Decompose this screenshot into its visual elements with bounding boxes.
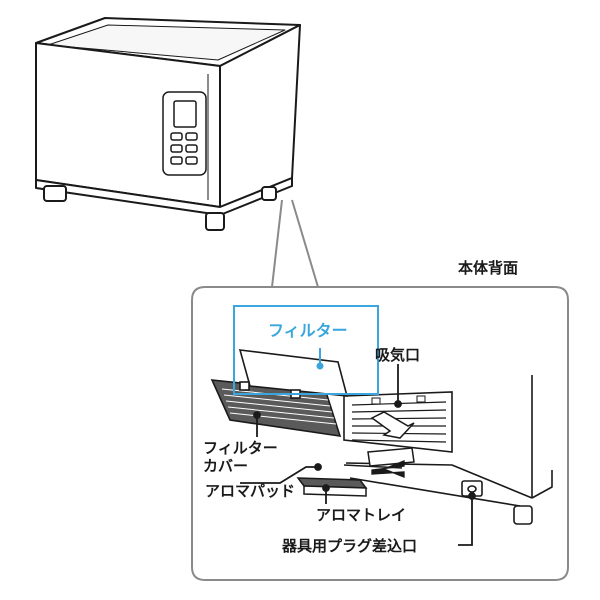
- pull-out-arrow: [371, 460, 405, 478]
- aroma-tray-label: アロマトレイ: [316, 506, 406, 524]
- aroma-pad-label: アロマパッド: [205, 482, 295, 500]
- control-panel: [162, 91, 207, 176]
- filter-cover-label-line1: フィルター: [203, 439, 278, 457]
- insert-arrow-up: [370, 411, 415, 439]
- body-base: [35, 177, 293, 216]
- intake-tab: [416, 395, 426, 403]
- body-foot: [43, 185, 67, 202]
- body-foot: [205, 212, 225, 231]
- aroma-pad-part: [296, 477, 368, 497]
- filter-highlight-box: [233, 305, 379, 395]
- leader-lines: [240, 364, 476, 546]
- panel-button: [170, 144, 183, 153]
- unit-corner: [531, 470, 553, 499]
- tray-rail: [343, 464, 403, 469]
- filter-clip: [239, 381, 250, 391]
- panel-button: [185, 132, 198, 141]
- filter-label: フィルター: [268, 321, 348, 340]
- callout-connector: [271, 199, 319, 288]
- panel-button: [170, 132, 183, 141]
- panel-button: [185, 144, 198, 153]
- back-view-illustration: [345, 375, 553, 525]
- panel-display: [173, 100, 197, 128]
- filter-leader-dot: [316, 362, 324, 370]
- body-back-label: 本体背面: [458, 259, 518, 277]
- plug-inlet-hole: [467, 485, 477, 493]
- body-opening: [47, 24, 286, 61]
- body-foot: [261, 186, 277, 201]
- unit-foot: [513, 505, 533, 525]
- unit-base: [349, 477, 521, 507]
- panel-button: [170, 156, 183, 165]
- intake-tab: [371, 397, 381, 405]
- filter-cover-label-line2: カバー: [203, 457, 248, 475]
- plug-inlet-label: 器具用プラグ差込口: [281, 537, 417, 555]
- air-intake-label: 吸気口: [375, 346, 420, 364]
- panel-button: [185, 156, 198, 165]
- aroma-tray-part: [367, 447, 415, 467]
